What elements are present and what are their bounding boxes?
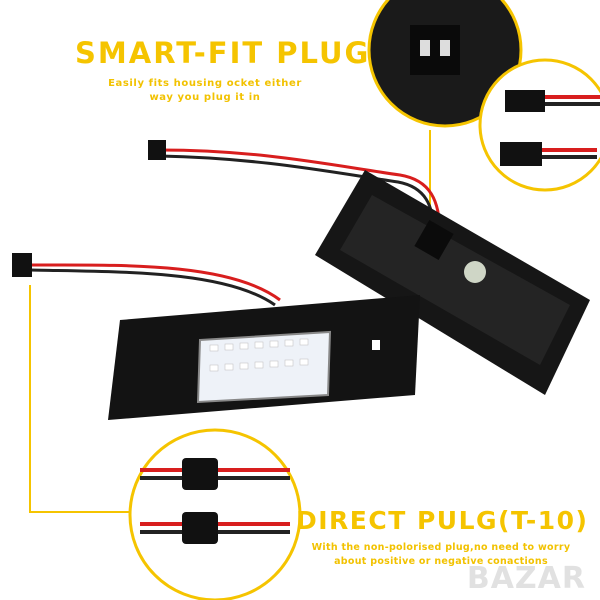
mount-slot	[372, 340, 380, 350]
red-wire-left	[29, 263, 281, 302]
watermark: BAZAR	[466, 561, 586, 596]
direct-plug-description: With the non-polorised plug,no need to w…	[282, 541, 600, 569]
direct-plug-line-2: about positive or negative conactions	[334, 556, 548, 567]
smart-fit-line-2: way you plug it in	[149, 92, 261, 103]
smart-fit-description: Easily fits housing ocket either way you…	[80, 77, 330, 105]
red-wire	[159, 148, 442, 236]
socket	[414, 220, 454, 260]
direct-plug-title: DIRECT PULG(T-10)	[296, 506, 589, 535]
label-sticker	[464, 261, 486, 283]
plug-connector	[148, 140, 166, 160]
direct-plug-line-1: With the non-polorised plug,no need to w…	[311, 542, 571, 553]
wedge-plug-2	[182, 512, 218, 544]
callout-line-bottom	[29, 285, 132, 513]
socket-closeup	[410, 25, 460, 75]
wedge-plug-1	[182, 458, 218, 490]
smart-fit-title: SMART-FIT PLUG	[75, 36, 371, 70]
zoom-circle-plug	[478, 58, 600, 192]
smart-fit-line-1: Easily fits housing ocket either	[108, 78, 302, 89]
plug-connector-left	[12, 253, 32, 277]
black-wire-left	[29, 268, 276, 307]
